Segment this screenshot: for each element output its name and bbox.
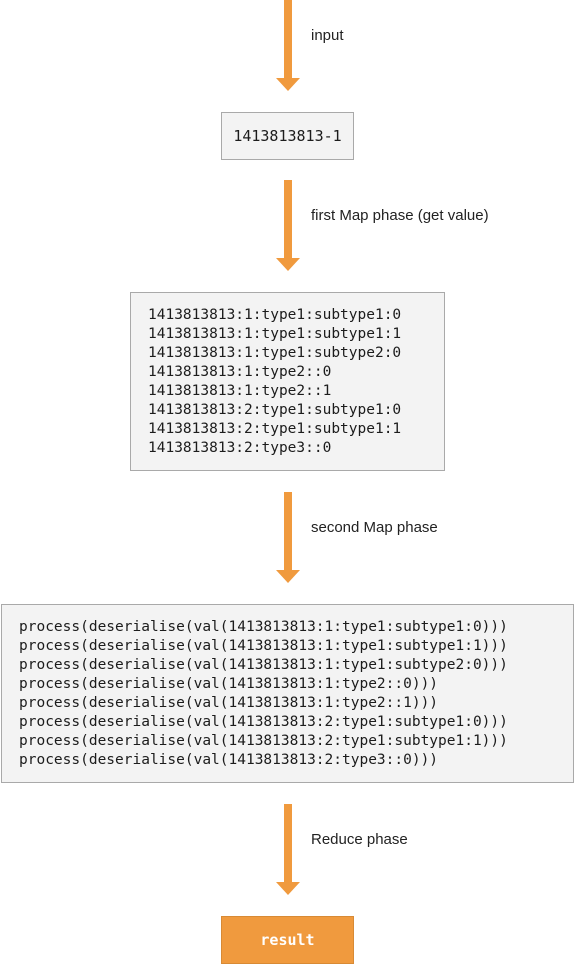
map1-line: 1413813813:2:type1:subtype1:1	[148, 421, 402, 437]
first-map-phase-label: first Map phase (get value)	[311, 207, 489, 224]
map2-line: process(deserialise(val(1413813813:2:typ…	[19, 752, 439, 768]
map2-line: process(deserialise(val(1413813813:2:typ…	[19, 733, 508, 749]
reduce-phase-label: Reduce phase	[311, 831, 408, 848]
map2-line: process(deserialise(val(1413813813:2:typ…	[19, 714, 508, 730]
down-arrow-icon	[276, 492, 300, 583]
map1-line: 1413813813:1:type1:subtype1:1	[148, 326, 402, 342]
second-map-output-box: process(deserialise(val(1413813813:1:typ…	[1, 604, 574, 783]
map2-line: process(deserialise(val(1413813813:1:typ…	[19, 676, 439, 692]
map2-line: process(deserialise(val(1413813813:1:typ…	[19, 695, 439, 711]
first-map-output-box: 1413813813:1:type1:subtype1:0 1413813813…	[130, 292, 445, 471]
second-map-phase-label: second Map phase	[311, 519, 438, 536]
map1-line: 1413813813:1:type2::1	[148, 383, 332, 399]
input-box: 1413813813-1	[221, 112, 354, 160]
arrow-to-map1	[274, 180, 302, 272]
arrow-to-input	[274, 0, 302, 92]
down-arrow-icon	[276, 180, 300, 271]
map1-line: 1413813813:1:type1:subtype1:0	[148, 307, 402, 323]
down-arrow-icon	[276, 0, 300, 91]
down-arrow-icon	[276, 804, 300, 895]
map1-line: 1413813813:2:type3::0	[148, 440, 332, 456]
map1-line: 1413813813:1:type2::0	[148, 364, 332, 380]
result-box: result	[221, 916, 354, 964]
map2-line: process(deserialise(val(1413813813:1:typ…	[19, 657, 508, 673]
map1-line: 1413813813:1:type1:subtype2:0	[148, 345, 402, 361]
input-label: input	[311, 27, 344, 44]
map2-line: process(deserialise(val(1413813813:1:typ…	[19, 638, 508, 654]
map2-line: process(deserialise(val(1413813813:1:typ…	[19, 619, 508, 635]
arrow-to-map2	[274, 492, 302, 584]
arrow-to-result	[274, 804, 302, 896]
map1-line: 1413813813:2:type1:subtype1:0	[148, 402, 402, 418]
